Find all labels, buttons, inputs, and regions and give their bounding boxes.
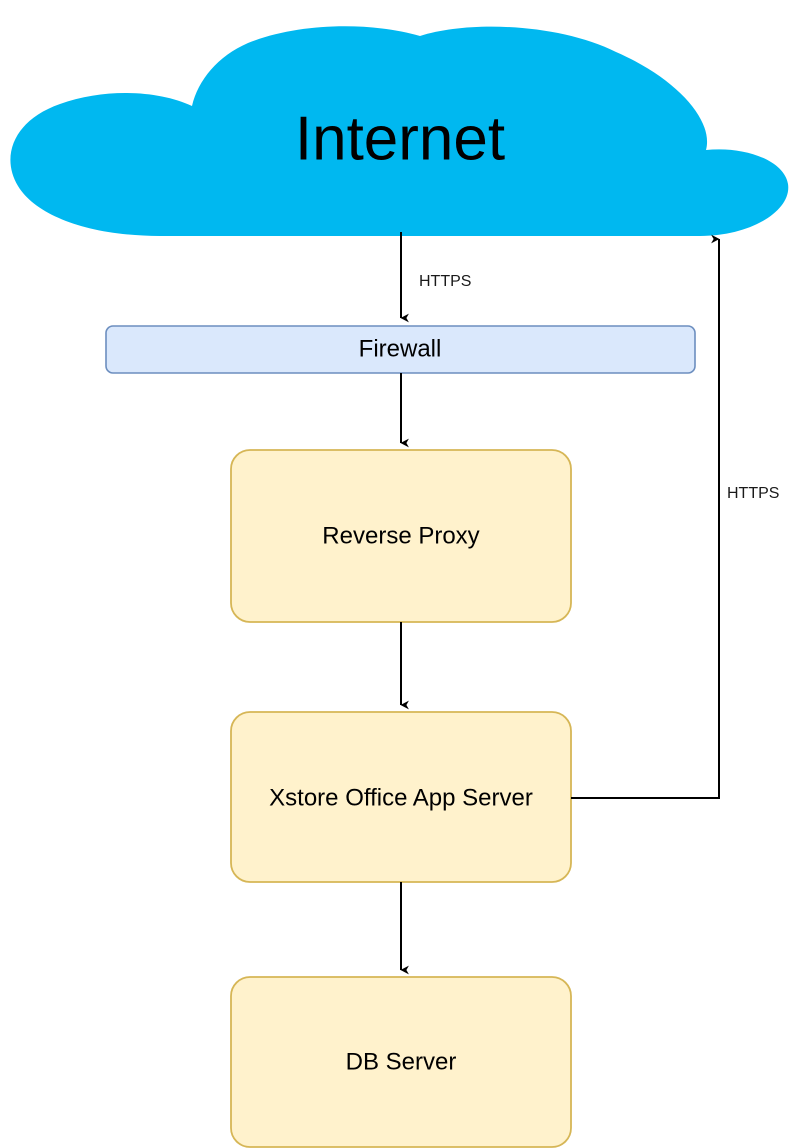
cloud-shape xyxy=(10,26,789,237)
edge-app-server-to-internet[interactable]: HTTPS xyxy=(571,234,779,799)
internet-label: Internet xyxy=(295,104,505,173)
firewall-label: Firewall xyxy=(359,335,442,362)
node-internet[interactable]: Internet xyxy=(10,26,789,237)
app-server-label: Xstore Office App Server xyxy=(269,784,533,811)
edge-label-https-downstream: HTTPS xyxy=(419,273,471,290)
db-server-label: DB Server xyxy=(346,1048,457,1075)
reverse-proxy-label: Reverse Proxy xyxy=(322,522,479,549)
edge-internet-to-firewall[interactable]: HTTPS xyxy=(400,232,471,323)
db-server-box xyxy=(230,976,572,1148)
node-firewall[interactable]: Firewall xyxy=(105,325,696,374)
node-db-server[interactable]: DB Server xyxy=(230,976,572,1148)
edge-label-https-upstream: HTTPS xyxy=(727,485,779,502)
node-reverse-proxy[interactable]: Reverse Proxy xyxy=(230,449,572,623)
edge-line-app-server-internet xyxy=(571,234,720,799)
node-app-server[interactable]: Xstore Office App Server xyxy=(230,711,572,883)
